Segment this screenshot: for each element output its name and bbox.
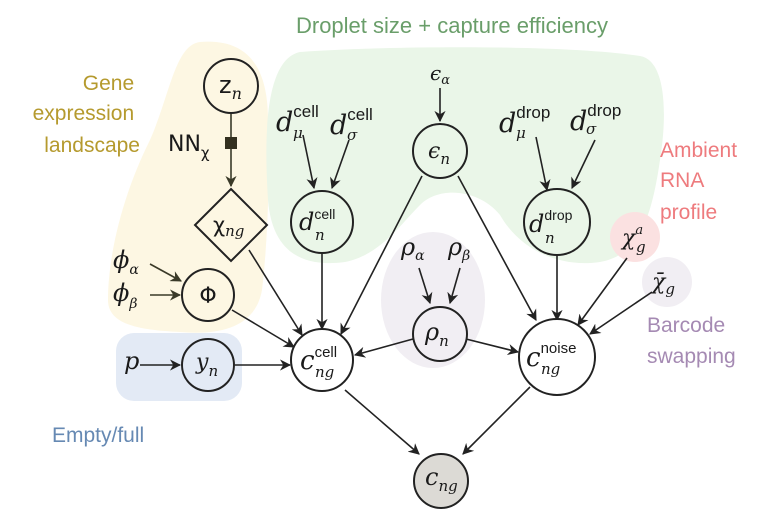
ambient-label: Ambient RNA profile	[660, 139, 743, 224]
edge-Phi-to-ccell	[231, 309, 295, 348]
d-sigma-drop-sub: σ	[586, 120, 597, 138]
node-c-ng	[413, 453, 469, 509]
gene-expression-label: Gene expression landscape	[33, 72, 140, 157]
ambient-label-line-3: profile	[660, 201, 717, 224]
node-c-cell	[290, 328, 354, 392]
edge-ccell-to-cng	[344, 389, 420, 455]
c-cell-sub: ng	[315, 363, 334, 381]
p-label: p	[124, 347, 139, 375]
edge-dmu-drop	[535, 136, 551, 192]
phi-alpha-label: ϕα	[113, 246, 139, 278]
eps-n-label: ϵn	[428, 139, 450, 168]
droplet-label: Droplet size + capture efficiency	[296, 13, 608, 38]
gene-label-line-3: landscape	[44, 134, 140, 157]
droplet-group-region	[266, 47, 664, 264]
rho-beta-label: ρβ	[447, 233, 470, 264]
eps-alpha-label: ϵα	[430, 61, 450, 88]
d-n-drop-sub: n	[545, 229, 555, 247]
edge-epsn-to-cnoise	[457, 175, 537, 321]
edge-dmu-cell	[302, 134, 318, 190]
node-eps-n	[412, 123, 468, 179]
node-y-n	[181, 338, 235, 392]
nn-factor-square	[225, 137, 237, 149]
edge-chibar-to-cnoise	[589, 291, 653, 335]
edge-rhon-to-cnoise	[465, 338, 520, 355]
Phi-label: Φ	[199, 284, 216, 309]
ambient-group-region	[610, 212, 660, 262]
edge-chia-to-cnoise	[577, 257, 628, 326]
nn-chi-label: NNχ	[168, 132, 210, 162]
z-n-label: zn	[219, 71, 242, 103]
edge-epsn-to-ccell	[340, 175, 423, 335]
y-n-label: yn	[195, 350, 218, 380]
barcode-label-line-1: Barcode	[647, 314, 725, 337]
node-Phi	[181, 268, 235, 322]
edge-phi-alpha-to-Phi	[149, 263, 182, 282]
chi-a-g-label: χa	[620, 223, 643, 251]
edge-rhoalpha-to-rhon	[418, 267, 433, 305]
chi-a-g-sub: g	[636, 238, 646, 256]
c-noise-sub: ng	[541, 360, 560, 378]
edge-dsigma-cell	[330, 139, 350, 190]
edge-chi-to-ccell	[248, 249, 303, 336]
edge-rhobeta-to-rhon	[447, 267, 461, 305]
chi-ng-label: χng	[213, 213, 244, 240]
gene-label-line-2: expression	[33, 102, 135, 125]
chi-bar-g-label: χ̄g	[650, 270, 675, 298]
phi-beta-label: ϕβ	[113, 279, 137, 312]
d-mu-drop-label: ddrop	[499, 103, 550, 139]
barcode-group-region	[642, 257, 692, 307]
d-n-cell-label: dcell	[299, 206, 335, 236]
empty-full-label: Empty/full	[52, 424, 144, 447]
ambient-label-line-1: Ambient	[660, 139, 737, 162]
node-d-n-drop	[523, 188, 591, 256]
node-d-n-cell	[290, 190, 354, 254]
d-mu-cell-label: dcell	[276, 102, 319, 138]
node-chi-ng	[193, 187, 269, 263]
d-sigma-cell-sub: σ	[347, 126, 358, 144]
d-mu-drop-sub: μ	[516, 124, 526, 142]
edge-dsigma-drop	[571, 139, 596, 190]
edge-rhon-to-ccell	[353, 338, 414, 358]
rho-alpha-label: ρα	[400, 233, 425, 264]
d-n-drop-label: ddrop	[529, 207, 573, 238]
gene-label-line-1: Gene	[83, 72, 134, 95]
ambient-label-line-2: RNA	[660, 169, 704, 192]
barcode-label: Barcode swapping	[647, 314, 736, 368]
barcode-label-line-2: swapping	[647, 345, 736, 368]
c-noise-label: cnoise	[526, 340, 576, 373]
node-c-noise	[518, 318, 596, 396]
d-mu-cell-sub: μ	[293, 124, 303, 142]
node-rho-n	[412, 306, 468, 362]
rho-n-label: ρn	[424, 318, 449, 350]
c-cell-label: ccell	[300, 344, 337, 376]
rho-group-region	[381, 232, 485, 368]
edge-cnoise-to-cng	[462, 386, 531, 455]
d-n-cell-sub: n	[315, 226, 325, 244]
d-sigma-cell-label: dcell	[330, 105, 373, 141]
c-ng-label: cng	[425, 463, 458, 495]
node-z-n	[203, 58, 259, 114]
d-sigma-drop-label: ddrop	[570, 101, 621, 137]
